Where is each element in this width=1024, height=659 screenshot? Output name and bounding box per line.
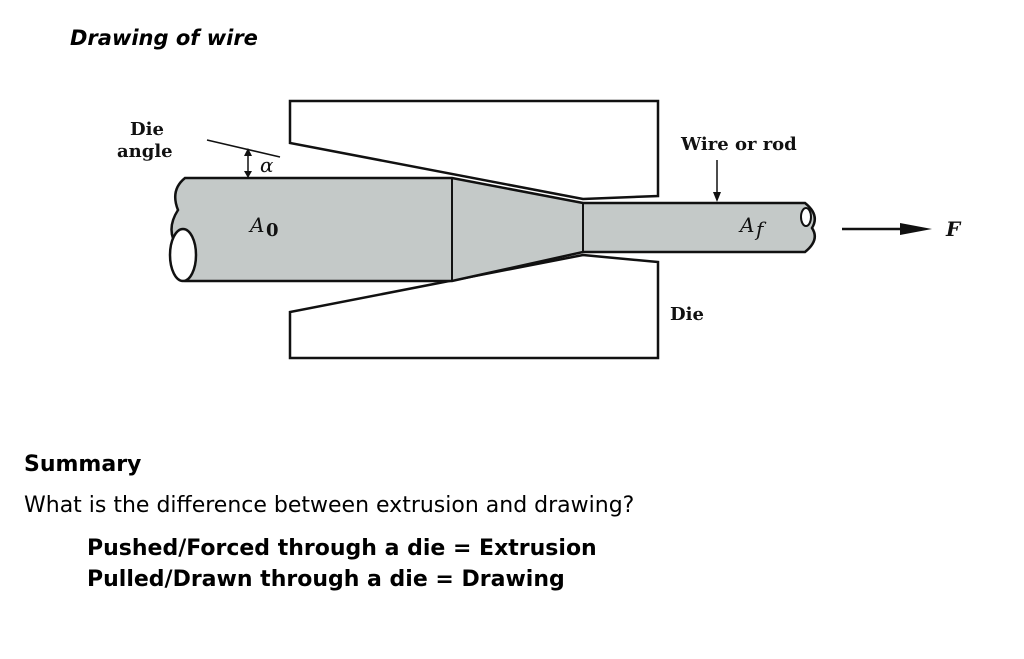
summary-question: What is the difference between extrusion… bbox=[24, 493, 635, 518]
slide-title: Drawing of wire bbox=[70, 26, 258, 50]
wire-or-rod-label: Wire or rod bbox=[680, 134, 797, 155]
svg-text:0: 0 bbox=[266, 220, 279, 241]
die-label: Die bbox=[670, 304, 704, 325]
force-label: F bbox=[945, 217, 962, 241]
answer-drawing: Pulled/Drawn through a die = Drawing bbox=[87, 567, 565, 592]
alpha-label: α bbox=[260, 153, 274, 177]
wire-end-right bbox=[800, 207, 812, 227]
upper-die bbox=[288, 99, 660, 201]
die-angle-label: Die bbox=[130, 119, 164, 140]
lower-die bbox=[288, 253, 660, 360]
die-angle-label: angle bbox=[117, 141, 173, 162]
summary-heading: Summary bbox=[24, 452, 142, 477]
af-label: A bbox=[738, 213, 754, 237]
wire-end-left bbox=[168, 227, 198, 283]
a0-label: A bbox=[248, 213, 264, 237]
wire-drawing-diagram: Die angle α A 0 A f Wire or rod Die F bbox=[117, 99, 962, 360]
answer-extrusion: Pushed/Forced through a die = Extrusion bbox=[87, 536, 597, 561]
